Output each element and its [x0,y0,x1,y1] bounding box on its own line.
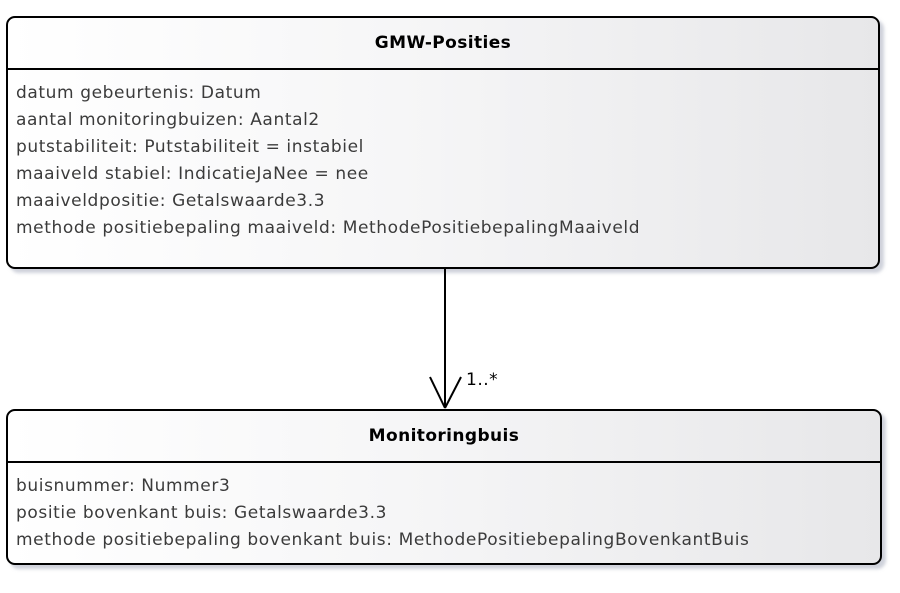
attribute-buisnummer: buisnummer: Nummer3 [16,476,231,496]
association-arrow [429,269,462,409]
class-box-gmw-posities: GMW-Posities datum gebeurtenis: Datum aa… [6,16,880,269]
attribute-methode-positiebepaling-bovenkant-buis: methode positiebepaling bovenkant buis: … [16,530,750,550]
attribute-maaiveld-stabiel: maaiveld stabiel: IndicatieJaNee = nee [16,164,369,184]
arrowhead-left-stroke [429,376,446,409]
arrowhead-right-stroke [444,376,462,409]
attribute-aantal-monitoringbuizen: aantal monitoringbuizen: Aantal2 [16,110,320,130]
attribute-putstabiliteit: putstabiliteit: Putstabiliteit = instabi… [16,137,364,157]
class-title-gmw-posities: GMW-Posities [374,33,512,53]
attribute-datum-gebeurtenis: datum gebeurtenis: Datum [16,83,262,103]
class-header-gmw-posities: GMW-Posities [8,18,878,70]
attribute-positie-bovenkant-buis: positie bovenkant buis: Getalswaarde3.3 [16,503,388,523]
class-attributes-gmw-posities: datum gebeurtenis: Datum aantal monitori… [8,70,878,250]
multiplicity-label: 1..* [466,370,499,390]
class-title-monitoringbuis: Monitoringbuis [368,426,520,446]
class-attributes-monitoringbuis: buisnummer: Nummer3 positie bovenkant bu… [8,463,880,562]
attribute-maaiveldpositie: maaiveldpositie: Getalswaarde3.3 [16,191,326,211]
class-box-monitoringbuis: Monitoringbuis buisnummer: Nummer3 posit… [6,409,882,565]
class-header-monitoringbuis: Monitoringbuis [8,411,880,463]
attribute-methode-positiebepaling-maaiveld: methode positiebepaling maaiveld: Method… [16,218,641,238]
